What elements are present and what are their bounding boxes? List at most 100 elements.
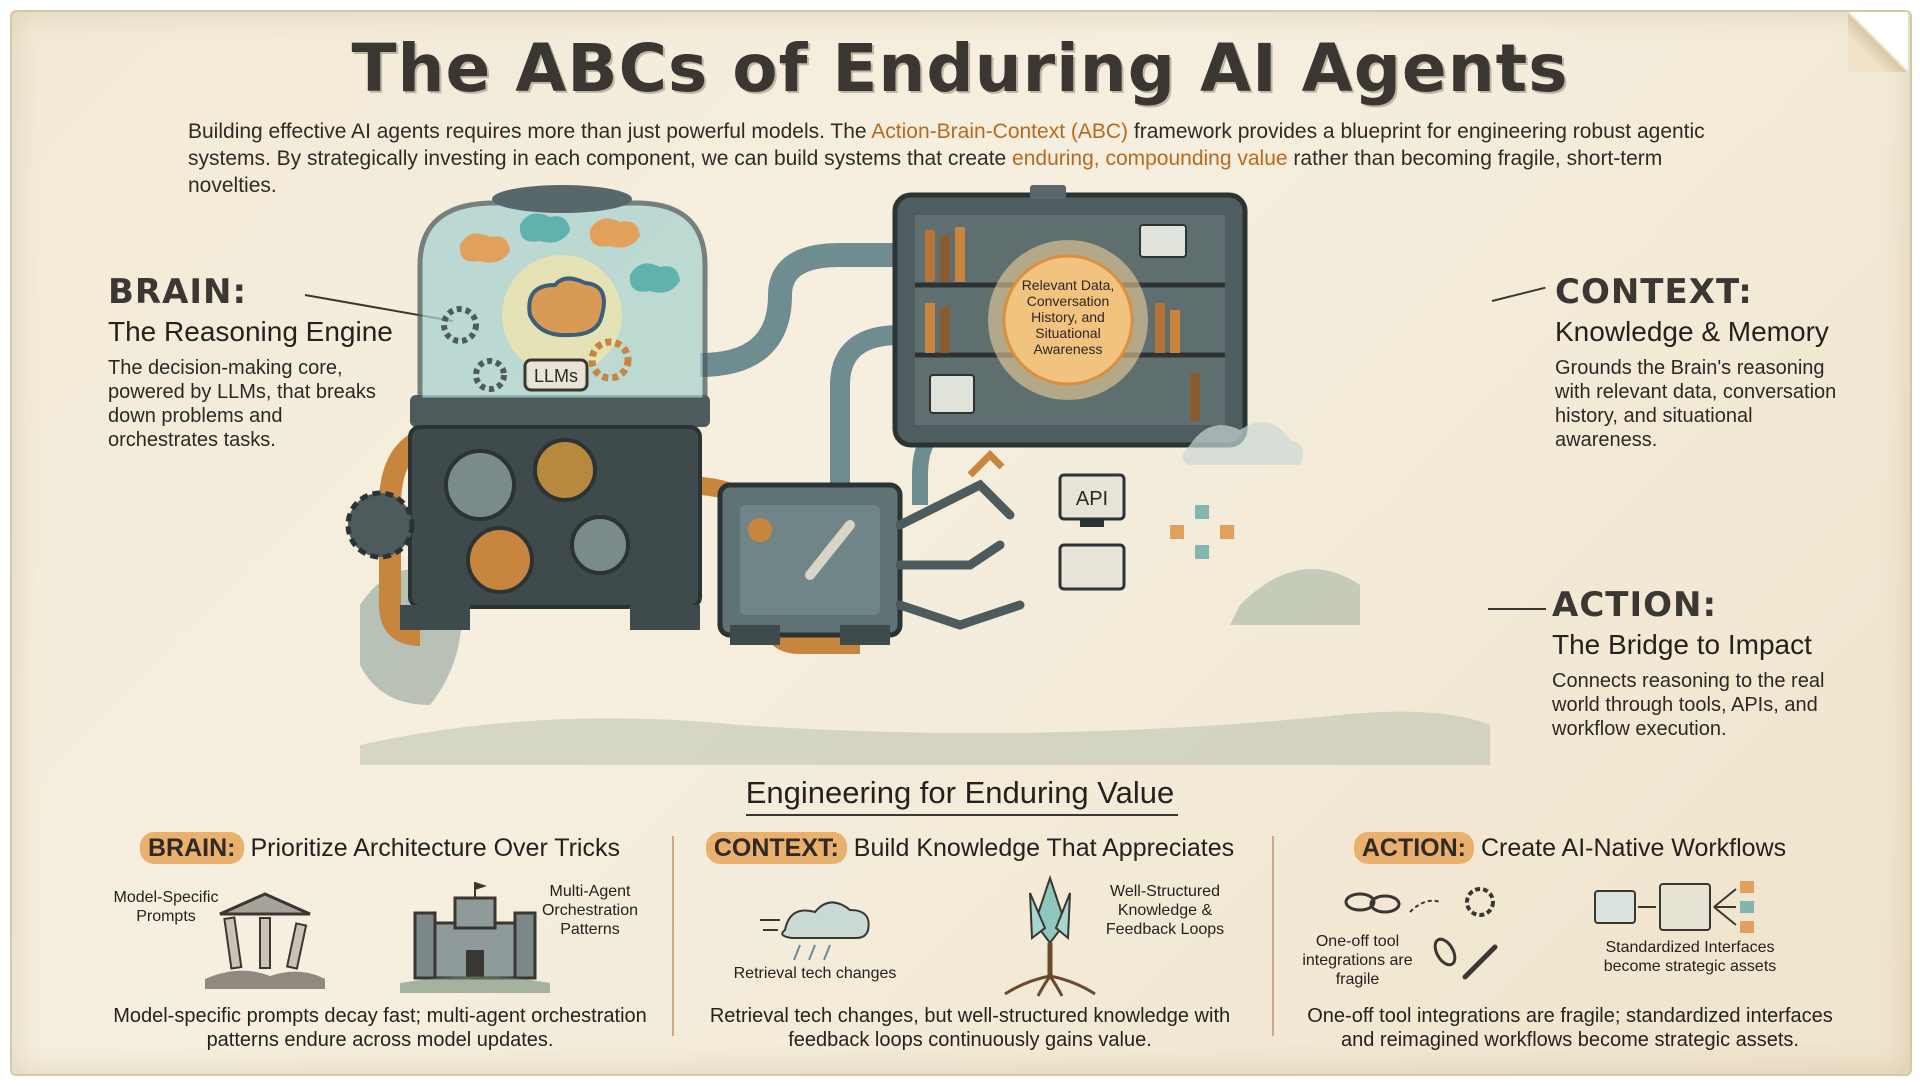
action-tag: ACTION: (1353, 832, 1474, 864)
action-description: ACTION: The Bridge to Impact Connects re… (1552, 585, 1842, 741)
intro-text-1: Building effective AI agents requires mo… (188, 120, 872, 143)
action-foot-left (730, 625, 780, 645)
gear-icon (533, 438, 597, 502)
gear-icon (588, 338, 632, 382)
action-foot-right (840, 625, 890, 645)
context-column-title: Build Knowledge That Appreciates (853, 834, 1235, 862)
thought-cloud-orange-1 (459, 233, 510, 263)
action-subtitle: The Bridge to Impact (1552, 629, 1812, 660)
brain-subtitle: The Reasoning Engine (108, 316, 393, 347)
gear-icon (473, 358, 507, 392)
engine-foot-left (400, 605, 470, 630)
action-column-heading: ACTION: Create AI-Native Workflows (1290, 832, 1850, 864)
wrench-icon (805, 520, 855, 580)
book-icon (1170, 310, 1180, 353)
context-column-body: Retrieval tech changes, but well-structu… (709, 1005, 1231, 1051)
book-icon (1190, 373, 1200, 421)
llm-badge (523, 358, 589, 392)
context-heading: CONTEXT: (1555, 272, 1753, 312)
brain-column-heading: BRAIN: Prioritize Architecture Over Tric… (100, 832, 660, 864)
dome-cap (492, 185, 632, 213)
brain-description: BRAIN: The Reasoning Engine The decision… (108, 272, 398, 452)
workflow-node (1195, 545, 1209, 559)
workflow-node (1170, 525, 1184, 539)
context-column: CONTEXT: Build Knowledge That Appreciate… (690, 828, 1250, 1058)
pipe-context-to-action (830, 325, 901, 505)
structured-knowledge-label: Well-Structured Knowledge & Feedback Loo… (1105, 883, 1225, 938)
book-icon (955, 227, 965, 282)
model-specific-prompts-label: Model-Specific Prompts (113, 889, 219, 925)
page-title: The ABCs of Enduring AI Agents (351, 30, 1569, 107)
code-window-icon (1058, 543, 1126, 591)
gear-icon (345, 490, 415, 560)
context-column-heading: CONTEXT: Build Knowledge That Appreciate… (690, 832, 1250, 864)
intro-text-3: rather than becoming fragile, short-term… (188, 147, 1663, 197)
action-leader-line (1488, 608, 1546, 610)
gear-icon (441, 306, 479, 344)
context-orb (1002, 254, 1134, 386)
action-heading: ACTION: (1552, 585, 1718, 625)
standardized-interface-icon (1594, 881, 1754, 933)
intro-text-2: framework provides a blueprint for engin… (188, 120, 1705, 170)
robot-arm-lower (895, 600, 1025, 630)
api-label: API (1076, 488, 1108, 510)
context-body: Grounds the Brain's reasoning with relev… (1555, 357, 1837, 451)
monitor-stand (1080, 519, 1104, 527)
book-icon (940, 235, 950, 282)
thought-cloud-teal-2 (629, 263, 680, 293)
brain-heading: BRAIN: (108, 272, 248, 312)
brain-column-body: Model-specific prompts decay fast; multi… (113, 1005, 647, 1051)
context-description: CONTEXT: Knowledge & Memory Grounds the … (1555, 272, 1845, 452)
abc-machine-illustration: LLMs Relevant Data, Conversation History… (345, 185, 1490, 765)
rain-cloud-icon (760, 901, 870, 961)
robot-arm-middle (895, 540, 1005, 570)
chat-window-icon (1139, 224, 1187, 258)
hill-wash (1230, 569, 1360, 625)
column-divider (1272, 836, 1274, 1036)
gear-icon (444, 449, 516, 521)
lever-knob (748, 518, 772, 542)
crystal-tree-icon (1004, 874, 1096, 997)
brain-body: The decision-making core, powered by LLM… (108, 357, 376, 451)
context-orb-label-wrap: Relevant Data, Conversation History, and… (1021, 277, 1115, 357)
brain-column: BRAIN: Prioritize Architecture Over Tric… (100, 828, 660, 1058)
intro-highlight-abc: Action-Brain-Context (ABC) (871, 120, 1129, 143)
book-icon (925, 230, 935, 282)
column-divider (672, 836, 674, 1036)
page-curl-corner (1848, 12, 1908, 72)
data-window-icon (929, 374, 975, 414)
workflow-node (1195, 505, 1209, 519)
book-icon (925, 303, 935, 353)
action-body: Connects reasoning to the real world thr… (1552, 670, 1825, 740)
intro-highlight-value: enduring, compounding value (1012, 147, 1288, 170)
cloud-icon (1182, 422, 1304, 465)
brain-column-title: Prioritize Architecture Over Tricks (250, 834, 620, 862)
action-column-title: Create AI-Native Workflows (1480, 834, 1787, 862)
book-icon (940, 307, 950, 353)
book-icon (1155, 303, 1165, 353)
action-column-body: One-off tool integrations are fragile; s… (1307, 1005, 1833, 1051)
cabinet-cap (1030, 185, 1066, 199)
brain-tag: BRAIN: (140, 832, 244, 864)
pipe-brain-to-context-top (699, 243, 900, 377)
context-subtitle: Knowledge & Memory (1555, 316, 1829, 347)
context-tag: CONTEXT: (705, 832, 847, 864)
ground-wash (360, 711, 1490, 765)
gear-icon (570, 515, 630, 575)
standardized-interfaces-label: Standardized Interfaces become strategic… (1603, 939, 1777, 975)
context-orb-label: Relevant Data, Conversation History, and… (1021, 277, 1115, 357)
retrieval-tech-label: Retrieval tech changes (733, 965, 897, 982)
multi-agent-patterns-label: Multi-Agent Orchestration Patterns (541, 883, 639, 938)
section-title-underline (746, 814, 1178, 816)
crumbling-temple-icon (205, 892, 325, 989)
workflow-node (1220, 525, 1234, 539)
engine-foot-right (630, 605, 700, 630)
action-column: ACTION: Create AI-Native Workflows One-o… (1290, 828, 1850, 1058)
robot-arm-upper (895, 479, 1015, 530)
llm-badge-label: LLMs (534, 366, 578, 386)
castle-icon (400, 882, 550, 993)
dome-base-rim (410, 395, 710, 427)
intro-paragraph: Building effective AI agents requires mo… (188, 118, 1748, 199)
section-title: Engineering for Enduring Value (745, 775, 1175, 810)
broken-chain-icon (1344, 887, 1498, 980)
